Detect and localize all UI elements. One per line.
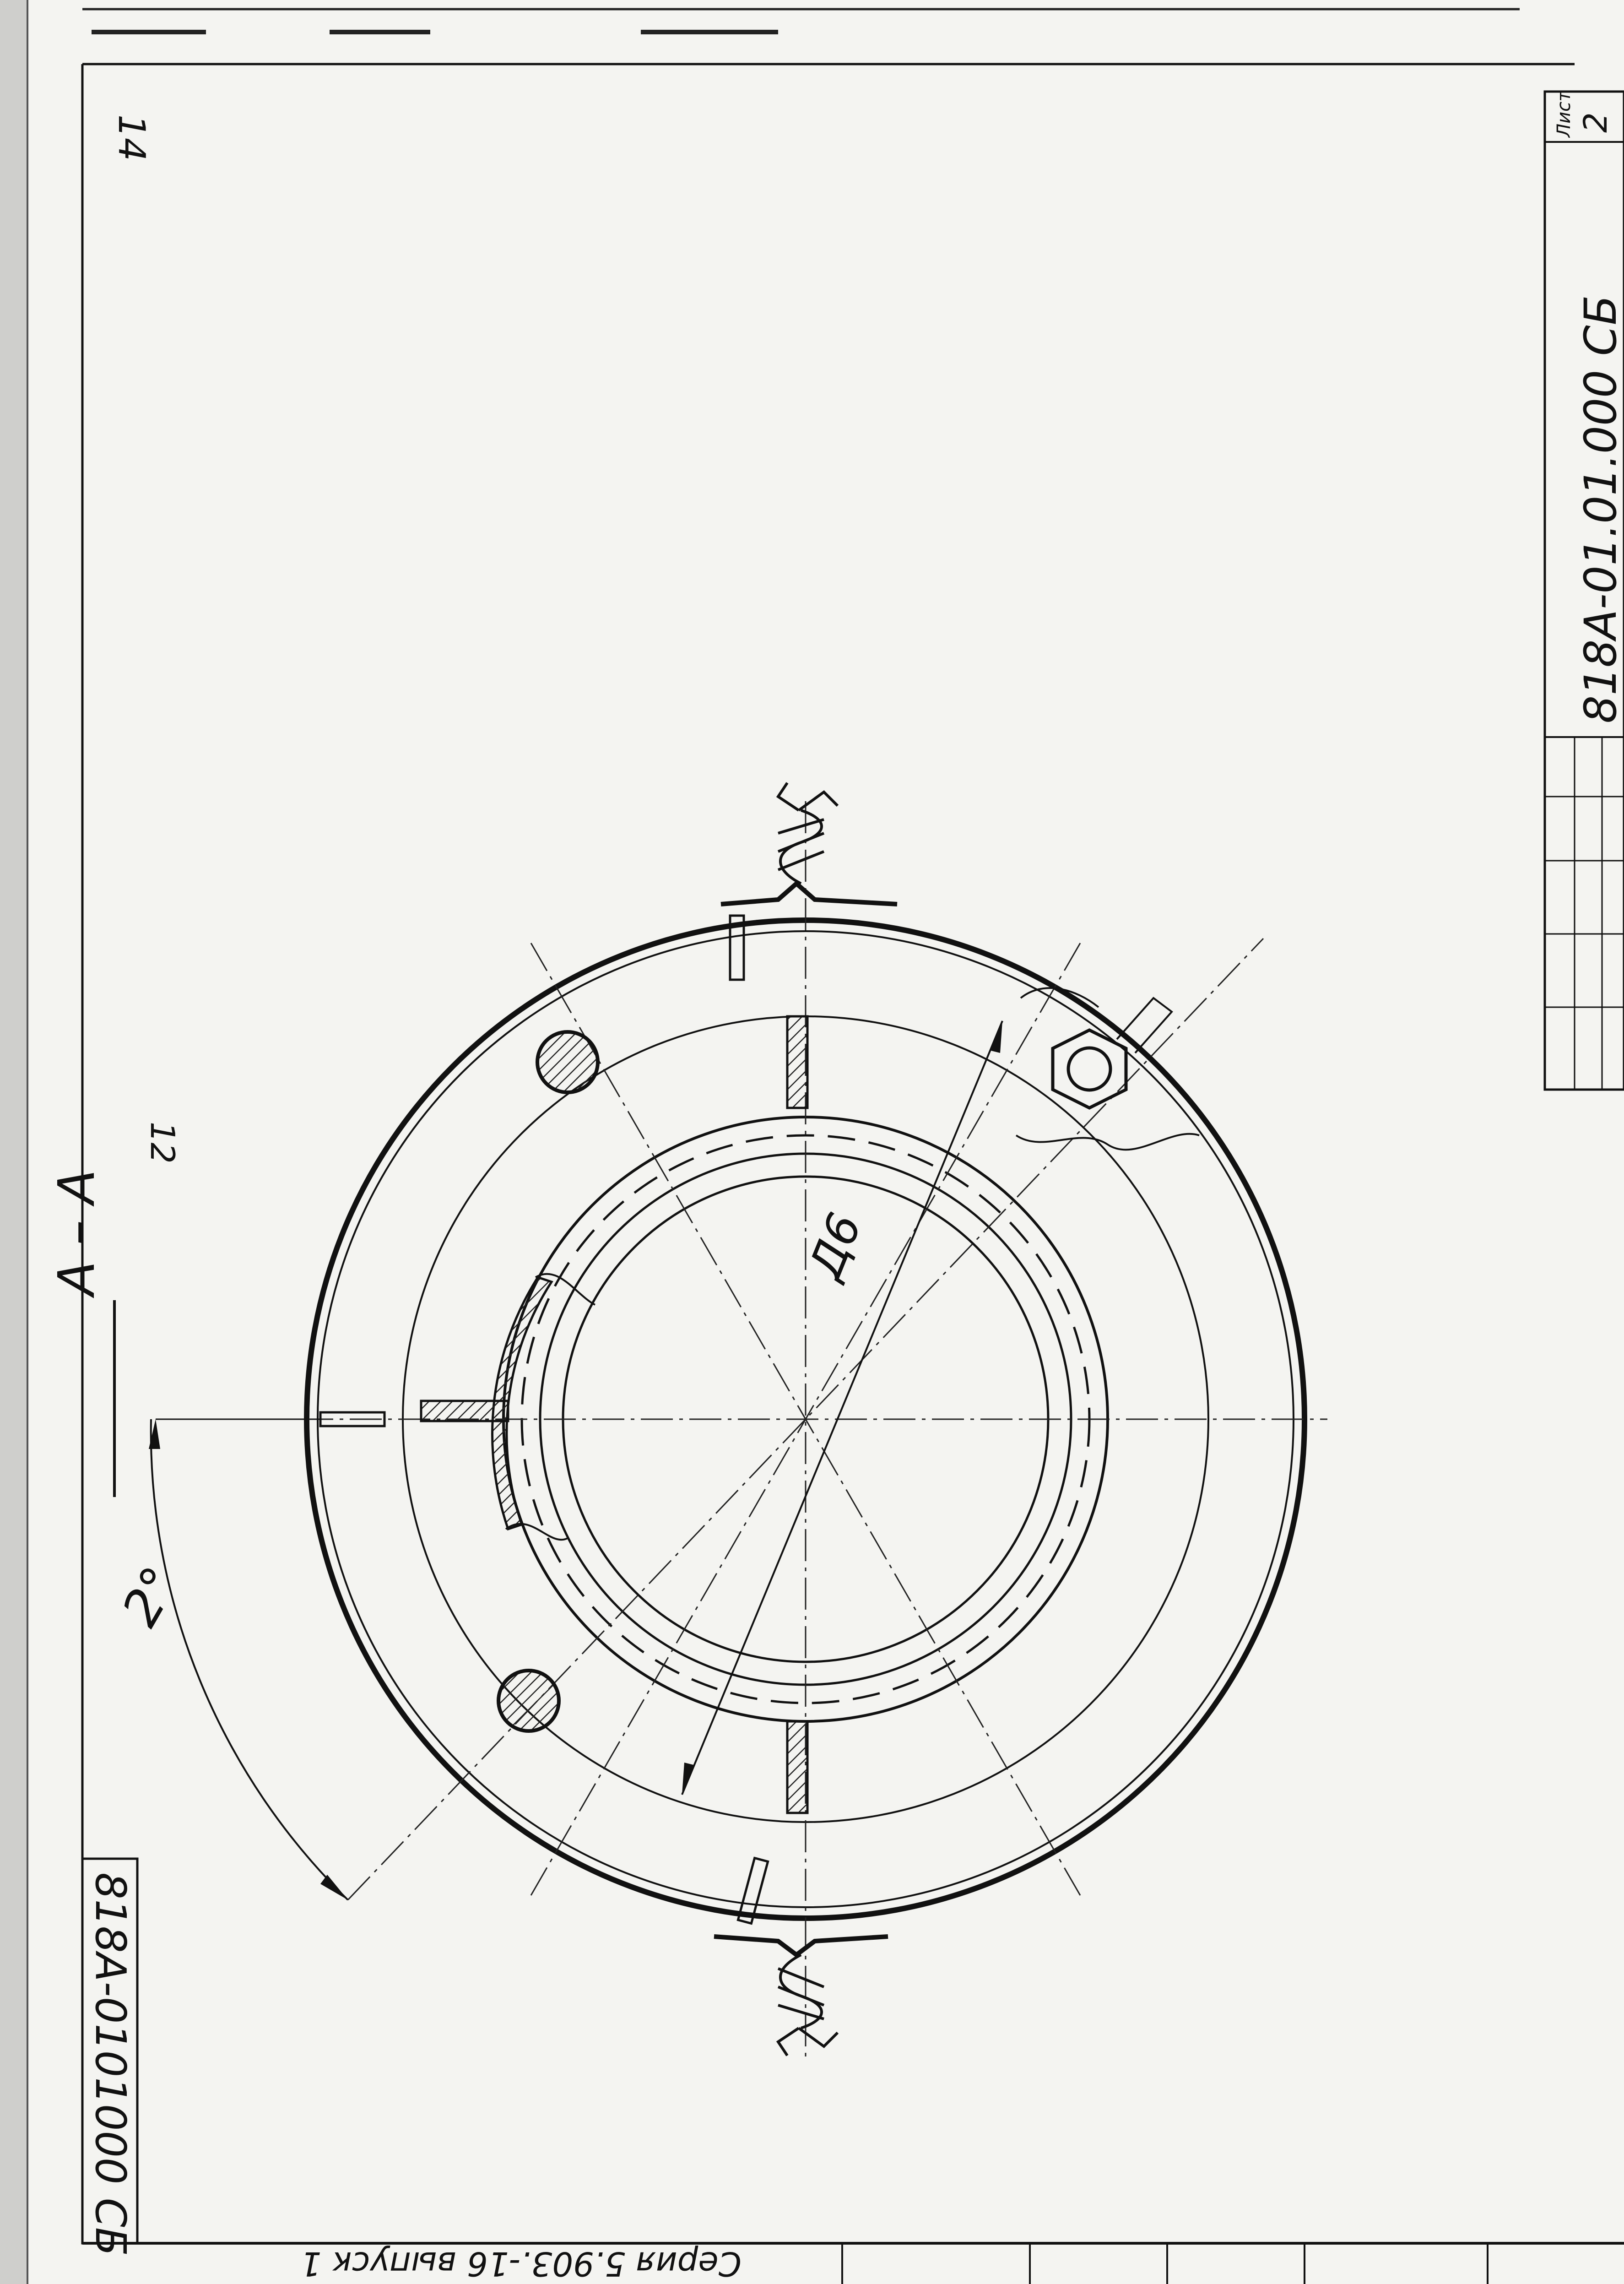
angle-arrow-bottom (320, 1875, 348, 1900)
designation-right: 818А-01.01.000 СБ (1575, 295, 1624, 723)
angle-label: 2° (111, 1557, 190, 1636)
round-bar-lower (497, 1669, 561, 1733)
designation-left: 818А-0101000 СБ (86, 1872, 135, 2256)
rib-bottom (786, 1720, 809, 1814)
sheet-number: 14 (110, 114, 153, 161)
title-block-right: Лист 2 818А-01.01.000 СБ (1543, 90, 1624, 1091)
nut-break-outline (1015, 987, 1200, 1151)
dimension-arrow-bottom (682, 1763, 693, 1795)
pin-top (729, 914, 745, 981)
title-block-left: 818А-0101000 СБ (81, 1857, 139, 2256)
wire-twist-top (776, 782, 839, 885)
clamp-top (720, 880, 898, 906)
ring-section-view: Д6 (149, 782, 1327, 2060)
position-label: 12 (143, 1122, 182, 1164)
diagonal-centre-line-2 (530, 943, 1081, 1896)
section-label: A – A (47, 1170, 106, 1298)
wire-twist-bottom (776, 1953, 839, 2056)
rib-top (786, 1015, 809, 1109)
dimension-line (681, 1020, 1003, 1795)
sheet-label: Лист (1554, 90, 1575, 138)
hatched-wall-section (491, 1276, 553, 1531)
break-line-left (505, 1273, 595, 1541)
round-bar-upper (536, 1030, 600, 1094)
hex-nut (1051, 1028, 1128, 1110)
rib-left (420, 1400, 509, 1422)
dimension-arrow-top (991, 1021, 1002, 1053)
sheet-value: 2 (1577, 112, 1614, 133)
scan-artifacts (0, 0, 1520, 2284)
nut-bore (1066, 1046, 1112, 1092)
bottom-strip: Серия 5.903.-16 выпуск 1 (301, 2243, 1489, 2284)
pin-bottom (736, 1856, 769, 1925)
angle-arrow-top (149, 1419, 160, 1449)
clamp-bottom (714, 1934, 888, 1958)
angle-dimension-arc (150, 1419, 349, 1901)
dimension-label: Д6 (797, 1206, 872, 1288)
series-label: Серия 5.903.-16 выпуск 1 (301, 2245, 742, 2283)
